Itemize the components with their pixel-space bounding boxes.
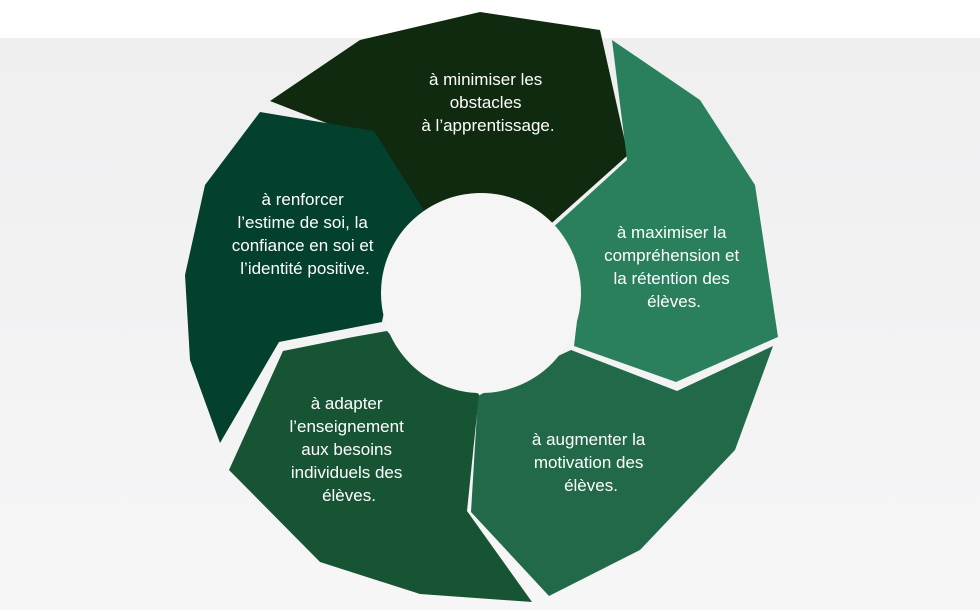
label-line: aux besoins (301, 440, 392, 459)
label-line: à minimiser les (429, 70, 542, 89)
label-line: l’identité positive. (240, 259, 369, 278)
segment-lower-right (471, 346, 773, 596)
label-left: à renforcer l’estime de soi, la confianc… (232, 190, 379, 278)
segment-top (270, 12, 628, 233)
label-line: la rétention des (614, 269, 730, 288)
label-line: à augmenter la (532, 430, 646, 449)
label-lower-right: à augmenter la motivation des élèves. (532, 430, 650, 495)
center-circle (381, 193, 581, 393)
label-line: élèves. (564, 476, 618, 495)
label-bottom: à adapter l’enseignement aux besoins ind… (289, 394, 408, 505)
label-line: élèves. (647, 292, 701, 311)
label-line: élèves. (322, 486, 376, 505)
label-line: obstacles (450, 93, 522, 112)
label-top: à minimiser les obstacles à l’apprentiss… (421, 70, 554, 135)
label-line: motivation des (534, 453, 644, 472)
segment-upper-right (549, 40, 778, 382)
label-line: l’enseignement (289, 417, 404, 436)
label-line: à maximiser la (617, 223, 727, 242)
label-line: à l’apprentissage. (421, 116, 554, 135)
label-line: confiance en soi et (232, 236, 374, 255)
label-line: l’estime de soi, la (237, 213, 368, 232)
label-line: à renforcer (262, 190, 345, 209)
label-line: individuels des (291, 463, 403, 482)
label-upper-right: à maximiser la compréhension et la réten… (604, 223, 744, 311)
segment-left (185, 112, 428, 443)
segment-bottom (229, 331, 532, 602)
label-line: compréhension et (604, 246, 739, 265)
label-line: à adapter (311, 394, 383, 413)
